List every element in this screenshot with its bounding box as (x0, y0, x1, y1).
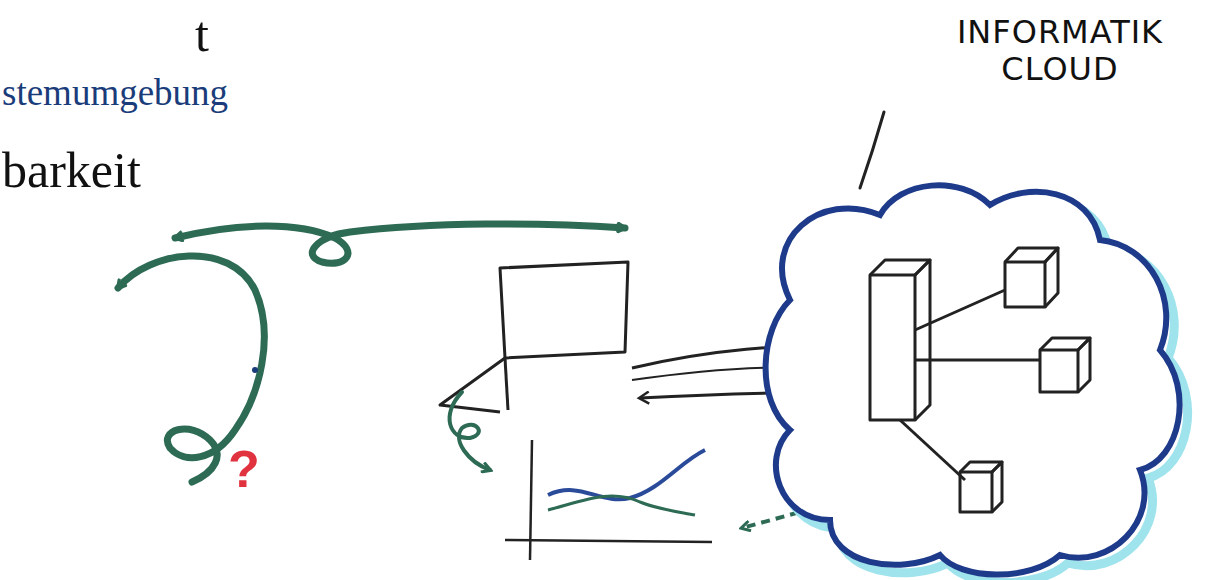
chart-sketch (505, 440, 712, 560)
dot (252, 367, 258, 373)
double-arrow (175, 224, 625, 263)
question-mark: ? (228, 440, 260, 500)
laptop-sketch (440, 262, 628, 412)
cloud-label: INFORMATIK CLOUD (945, 14, 1175, 88)
bullet-text: barkeit (2, 142, 141, 200)
heading-fragment: t (195, 6, 209, 64)
cloud-outline (766, 185, 1180, 574)
leader-line (860, 112, 884, 188)
bullet-text: stemumgebung (2, 72, 228, 115)
server-sketch (870, 248, 1090, 512)
curl-arrow (450, 392, 490, 470)
